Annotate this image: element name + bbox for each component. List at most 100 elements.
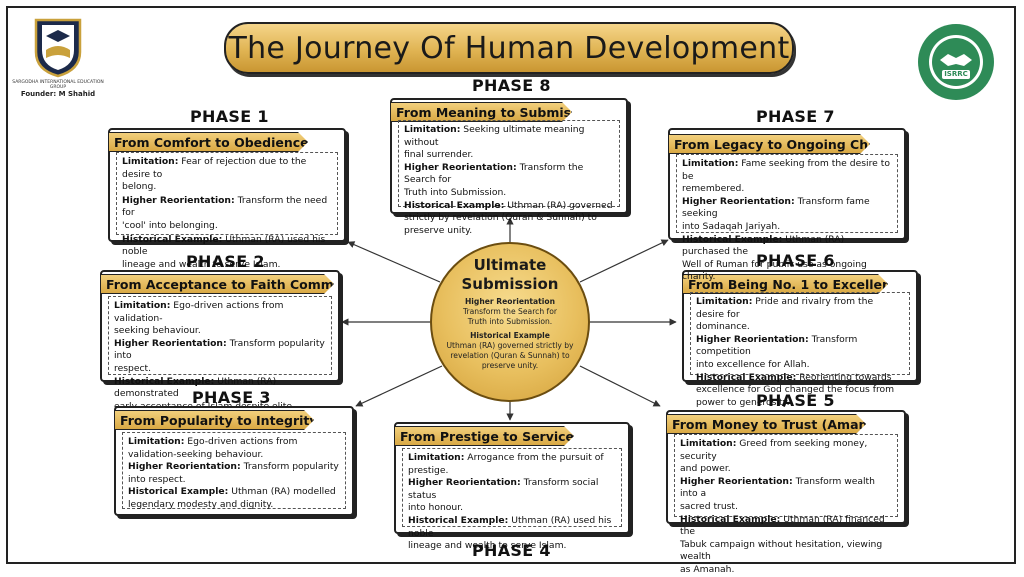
limitation-line: Limitation: Fame seeking from the desire…: [682, 158, 890, 182]
reorientation-line: Higher Reorientation: Transform populari…: [114, 337, 325, 362]
limitation-line-cont: validation-seeking behaviour.: [128, 448, 264, 460]
phase-8-banner: From Meaning to Submission: [390, 102, 572, 122]
reorientation-line-cont: into respect.: [128, 473, 186, 485]
phase-8-label: PHASE 8: [472, 76, 551, 95]
limitation-line-cont: seeking behaviour.: [114, 325, 201, 337]
phase-7-card: From Legacy to Ongoing Charity Limitatio…: [668, 128, 906, 282]
phase-6-content: Limitation: Pride and rivalry from the d…: [690, 292, 910, 408]
example-line: Historical Example: Uthman (RA) demonstr…: [114, 375, 277, 400]
phase-7-banner: From Legacy to Ongoing Charity: [668, 134, 870, 154]
phase-1-label: PHASE 1: [190, 107, 269, 126]
limitation-line: Limitation: Ego-driven actions from: [128, 436, 298, 447]
limitation-line: Limitation: Ego-driven actions from vali…: [114, 300, 284, 324]
limitation-line: Limitation: Fear of rejection due to the…: [122, 156, 307, 180]
example-line: Historical Example: Uthman (RA) governed: [404, 199, 613, 211]
phase-3-banner: From Popularity to Integrity: [114, 410, 314, 430]
phase-2-banner: From Acceptance to Faith Community: [100, 274, 334, 294]
example-line-cont: strictly by revelation (Quran & Sunnah) …: [404, 212, 597, 224]
center-reorientation-text-cont: Truth into Submission.: [467, 317, 553, 326]
limitation-line: Limitation: Pride and rivalry from the d…: [696, 296, 874, 320]
phase-3-label: PHASE 3: [192, 388, 271, 407]
phase-5-banner: From Money to Trust (Amanah): [666, 414, 866, 434]
isrrc-abbr: ISRRC: [944, 70, 968, 78]
phase-5-card: From Money to Trust (Amanah) Limitation:…: [666, 410, 906, 575]
limitation-line-cont: dominance.: [696, 321, 750, 333]
example-line-cont: as Amanah.: [680, 563, 735, 575]
phase-1-card: From Comfort to Obedience Limitation: Fe…: [108, 128, 346, 270]
outer-frame: [6, 6, 1016, 564]
center-reorientation-text: Transform the Search for: [462, 307, 557, 316]
example-line: Historical Example: Uthman (RA) modelled: [128, 486, 336, 498]
example-line-cont: power to generosity.: [696, 396, 790, 408]
phase-4-card: From Prestige to Service Limitation: Arr…: [394, 422, 630, 551]
reorientation-line-cont: Truth into Submission.: [404, 186, 507, 198]
center-reorientation-heading: Higher Reorientation: [464, 297, 556, 306]
reorientation-line: Higher Reorientation: Transform fame see…: [682, 195, 870, 220]
arrow-to-phase-5: [579, 365, 661, 407]
example-line-cont: preserve unity.: [404, 224, 473, 236]
example-line-cont: Well of Ruman for public use as ongoing …: [682, 258, 867, 283]
phase-3-card: From Popularity to Integrity Limitation:…: [114, 406, 354, 516]
phase-8-content: Limitation: Seeking ultimate meaning wit…: [398, 120, 620, 236]
phase-7-content: Limitation: Fame seeking from the desire…: [676, 154, 898, 282]
reorientation-line-cont: respect.: [114, 362, 152, 374]
limitation-line-cont: and power.: [680, 463, 731, 475]
example-line-cont: excellence for God changed the focus fro…: [696, 384, 895, 396]
phase-5-content: Limitation: Greed from seeking money, se…: [674, 434, 898, 575]
phase-8-card: From Meaning to Submission Limitation: S…: [390, 98, 628, 236]
phase-6-banner: From Being No. 1 to Excellence: [682, 274, 888, 294]
phase-2-content: Limitation: Ego-driven actions from vali…: [108, 296, 332, 424]
phase-4-label: PHASE 4: [472, 541, 551, 560]
limitation-line: Limitation: Arrogance from the pursuit o…: [408, 452, 604, 463]
reorientation-line-cont: sacred trust.: [680, 500, 738, 512]
phase-4-content: Limitation: Arrogance from the pursuit o…: [402, 448, 622, 551]
phase-4-banner: From Prestige to Service: [394, 426, 574, 446]
phase-5-label: PHASE 5: [756, 391, 835, 410]
reorientation-line: Higher Reorientation: Transform competit…: [696, 333, 858, 358]
reorientation-line: Higher Reorientation: Transform the need…: [122, 194, 328, 219]
reorientation-line-cont: into excellence for Allah.: [696, 358, 810, 370]
arrow-to-phase-7: [579, 239, 669, 283]
example-line-cont: Tabuk campaign without hesitation, viewi…: [680, 538, 883, 563]
example-line: Historical Example: Uthman (RA) used his…: [122, 233, 326, 258]
page-title-banner: The Journey Of Human Development: [224, 22, 794, 74]
limitation-line-cont: prestige.: [408, 464, 449, 476]
phase-6-label: PHASE 6: [756, 251, 835, 270]
arrow-to-phase-1: [347, 241, 441, 283]
example-line-cont: legendary modesty and dignity.: [128, 498, 274, 510]
example-line: Historical Example: Reorienting towards: [696, 371, 892, 383]
limitation-line-cont: belong.: [122, 181, 157, 193]
ultimate-submission-circle: Ultimate Submission Higher Reorientation…: [430, 242, 590, 402]
founder-text: Founder: M Shahid: [20, 90, 96, 98]
center-example-text-cont: revelation (Quran & Sunnah) to: [450, 351, 570, 360]
page-title: The Journey Of Human Development: [228, 30, 790, 66]
phase-2-label: PHASE 2: [186, 252, 265, 271]
center-title-line-2: Submission: [461, 275, 559, 293]
isrrc-logo: ISRRC: [916, 22, 996, 102]
reorientation-line: Higher Reorientation: Transform populari…: [128, 461, 339, 473]
phase-7-label: PHASE 7: [756, 107, 835, 126]
logo-caption: SARGODHA INTERNATIONAL EDUCATION GROUP: [12, 80, 104, 90]
organization-logo: [32, 16, 84, 78]
phase-1-banner: From Comfort to Obedience: [108, 132, 308, 152]
example-line-cont: lineage and wealth to serve Islam.: [122, 258, 281, 270]
limitation-line-cont: remembered.: [682, 183, 745, 195]
reorientation-line-cont: into honour.: [408, 502, 464, 514]
arrow-to-phase-3: [355, 365, 443, 407]
phase-1-content: Limitation: Fear of rejection due to the…: [116, 152, 338, 270]
reorientation-line: Higher Reorientation: Transform wealth i…: [680, 475, 875, 500]
reorientation-line-cont: into Sadaqah Jariyah.: [682, 220, 781, 232]
center-title-line-1: Ultimate: [473, 256, 547, 274]
reorientation-line-cont: 'cool' into belonging.: [122, 219, 218, 231]
limitation-line: Limitation: Greed from seeking money, se…: [680, 438, 868, 462]
center-example-text-cont: preserve unity.: [481, 361, 539, 370]
phase-6-card: From Being No. 1 to Excellence Limitatio…: [682, 270, 918, 408]
reorientation-line: Higher Reorientation: Transform the Sear…: [404, 161, 584, 186]
limitation-line: Limitation: Seeking ultimate meaning wit…: [404, 124, 585, 148]
center-example-heading: Historical Example: [470, 331, 550, 340]
example-line-cont: lineage and wealth to serve Islam.: [408, 540, 567, 552]
limitation-line-cont: final surrender.: [404, 149, 474, 161]
phase-3-content: Limitation: Ego-driven actions from vali…: [122, 432, 346, 510]
example-line: Historical Example: Uthman (RA) financed…: [680, 513, 885, 538]
